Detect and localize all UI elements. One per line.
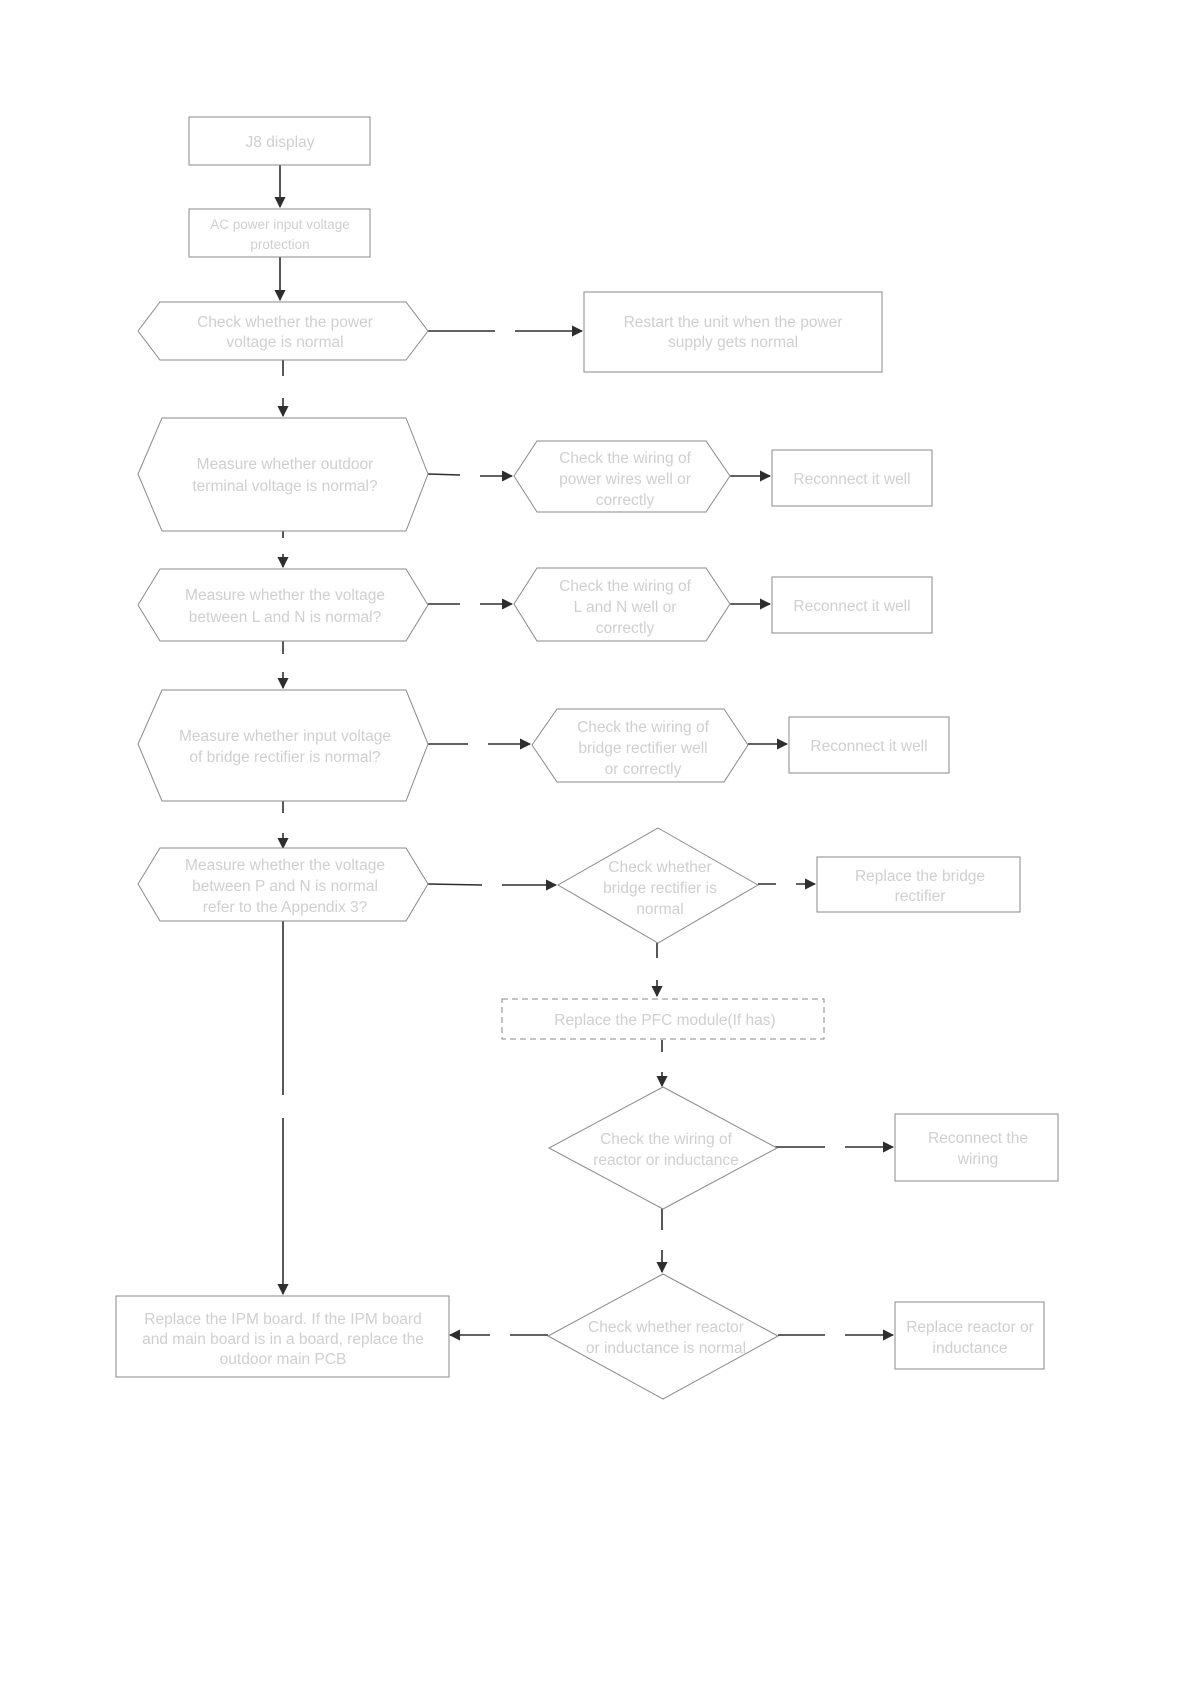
connector-terminal-right [427,473,461,476]
label-line: and main board is in a board, replace th… [142,1331,424,1348]
label-line: protection [250,237,309,252]
node-reconnect-1-label: Reconnect it well [793,471,910,488]
node-reconnect-wiring-label: Reconnect the wiring [928,1130,1028,1168]
node-check-bridge-wiring-label: Check the wiring of bridge rectifier well… [577,719,710,778]
node-check-bridge-wiring: Check the wiring of bridge rectifier well… [531,708,749,783]
node-measure-terminal-voltage: Measure whether outdoor terminal voltage … [137,417,429,532]
label-line: Reconnect the [928,1130,1028,1147]
node-j8-display-label: J8 display [246,134,315,151]
label-line: Reconnect it well [793,471,910,488]
label-line: between P and N is normal [192,878,378,895]
node-check-power-wires-label: Check the wiring of power wires well or co… [559,450,692,509]
node-reconnect-2: Reconnect it well [771,576,933,634]
node-replace-ipm: Replace the IPM board. If the IPM board a… [115,1295,450,1378]
nodes: J8 display AC power input voltage protect… [115,116,1059,1400]
node-reconnect-2-label: Reconnect it well [793,598,910,615]
label-line: Check the wiring of [559,578,692,595]
node-check-reactor-wiring: Check the wiring of reactor or inductance [547,1086,779,1210]
label-line: Measure whether the voltage [185,587,385,604]
label-line: Check the wiring of [600,1131,733,1148]
label-line: refer to the Appendix 3? [203,899,368,916]
node-check-power-wires: Check the wiring of power wires well or co… [513,440,731,513]
label-line: Check whether reactor [588,1319,744,1336]
label-line: Check the wiring of [577,719,710,736]
node-ac-protection: AC power input voltage protection [188,208,371,258]
node-measure-bridge-input: Measure whether input voltage of bridge r… [137,689,429,802]
connector-pn-right [427,883,483,886]
node-replace-ipm-label: Replace the IPM board. If the IPM board a… [142,1311,424,1368]
label-line: wiring [957,1151,998,1168]
node-replace-reactor-label: Replace reactor or inductance [906,1319,1034,1357]
label-line: J8 display [246,134,315,151]
node-reconnect-1: Reconnect it well [771,449,933,507]
label-line: supply gets normal [668,334,798,351]
node-measure-terminal-voltage-label: Measure whether outdoor terminal voltage … [192,456,378,495]
node-j8-display: J8 display [188,116,371,166]
label-line: Check whether the power [197,314,373,331]
label-line: Reconnect it well [793,598,910,615]
label-line: Replace the IPM board. If the IPM board [144,1311,421,1328]
node-check-power-voltage: Check whether the power voltage is normal [137,301,429,361]
node-reconnect-3: Reconnect it well [788,716,950,774]
label-line: correctly [596,492,655,509]
node-replace-pfc: Replace the PFC module(If has) [501,998,825,1040]
node-replace-pfc-label: Replace the PFC module(If has) [554,1012,775,1029]
label-line: bridge rectifier is [603,880,717,897]
label-line: or correctly [605,761,682,778]
node-restart-unit: Restart the unit when the power supply ge… [583,291,883,373]
node-reconnect-3-label: Reconnect it well [810,738,927,755]
label-line: of bridge rectifier is normal? [189,749,381,766]
label-line: power wires well or [559,471,691,488]
label-line: L and N well or [574,599,677,616]
label-line: rectifier [895,888,946,905]
label-line: Measure whether the voltage [185,857,385,874]
label-line: or inductance is normal [586,1340,746,1357]
label-line: between L and N is normal? [189,609,382,626]
node-measure-ln-voltage-label: Measure whether the voltage between L and… [185,587,385,626]
label-line: normal [636,901,683,918]
label-line: Check the wiring of [559,450,692,467]
node-check-reactor-wiring-label: Check the wiring of reactor or inductance [593,1131,739,1169]
label-line: reactor or inductance [593,1152,739,1169]
label-line: Restart the unit when the power [624,314,843,331]
label-line: Replace reactor or [906,1319,1034,1336]
label-line: Replace the bridge [855,868,985,885]
node-measure-bridge-input-label: Measure whether input voltage of bridge r… [179,728,391,766]
node-replace-reactor: Replace reactor or inductance [894,1301,1045,1370]
label-line: Measure whether input voltage [179,728,391,745]
label-line: AC power input voltage [210,217,350,232]
label-line: Reconnect it well [810,738,927,755]
label-line: Measure whether outdoor [197,456,374,473]
node-measure-pn-voltage-label: Measure whether the voltage between P and… [185,857,385,916]
node-ac-protection-label: AC power input voltage protection [210,217,350,252]
node-check-reactor-normal: Check whether reactor or inductance is no… [546,1273,780,1400]
node-restart-unit-label: Restart the unit when the power supply ge… [624,314,843,351]
node-replace-bridge-label: Replace the bridge rectifier [855,868,985,905]
label-line: correctly [596,620,655,637]
label-line: bridge rectifier well [578,740,707,757]
node-check-ln-wiring: Check the wiring of L and N well or correc… [513,567,731,642]
label-line: voltage is normal [226,334,343,351]
node-measure-ln-voltage: Measure whether the voltage between L and… [137,568,429,642]
connectors [274,165,895,1341]
label-line: Check whether [608,859,711,876]
node-replace-bridge: Replace the bridge rectifier [816,856,1021,913]
label-line: inductance [933,1340,1008,1357]
node-reconnect-wiring: Reconnect the wiring [894,1113,1059,1182]
node-check-ln-wiring-label: Check the wiring of L and N well or correc… [559,578,692,637]
label-line: Replace the PFC module(If has) [554,1012,775,1029]
node-check-reactor-normal-label: Check whether reactor or inductance is no… [586,1319,746,1357]
node-measure-pn-voltage: Measure whether the voltage between P and… [137,847,429,922]
label-line: terminal voltage is normal? [192,478,378,495]
label-line: outdoor main PCB [220,1351,347,1368]
node-check-bridge-normal-label: Check whether bridge rectifier is normal [603,859,717,918]
node-check-bridge-normal: Check whether bridge rectifier is normal [556,827,760,944]
node-check-power-voltage-label: Check whether the power voltage is normal [197,314,373,351]
